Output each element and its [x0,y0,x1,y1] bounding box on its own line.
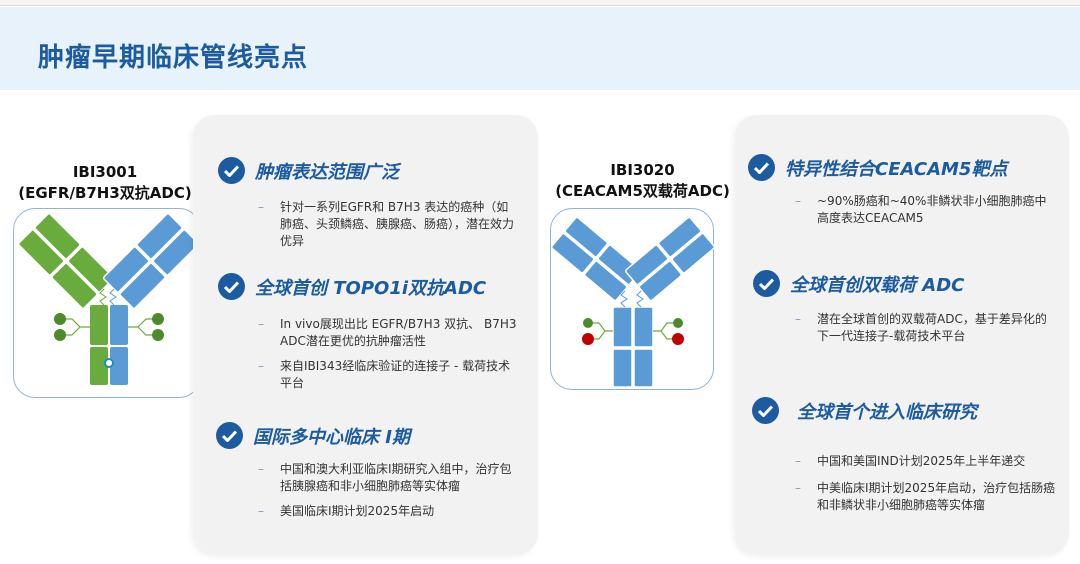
product-desc: (EGFR/B7H3双抗ADC) [18,184,192,202]
bullet-item: –中美临床I期计划2025年启动，治疗包括肠癌和非鳞状非小细胞肺癌等实体瘤 [795,481,1056,512]
section-header: 全球首创双载荷 ADC [753,270,964,297]
bullet-item: –美国临床I期计划2025年启动 [258,504,435,518]
bullet-text: 潜在全球首创的双载荷ADC，基于差异化的下一代连接子-载荷技术平台 [817,312,1047,343]
ibi3001-highlights-card [193,115,538,555]
section-header: 国际多中心临床 I期 [216,422,410,449]
section-title: 全球首创双载荷 ADC [790,274,965,296]
check-circle-icon [216,422,243,449]
page-title: 肿瘤早期临床管线亮点 [38,43,309,73]
bullet-text: 中美临床I期计划2025年启动，治疗包括肠癌和非鳞状非小细胞肺癌等实体瘤 [817,481,1056,512]
bullet-item: –针对一系列EGFR和 B7H3 表达的癌种（如肺癌、头颈鳞癌、胰腺癌、肠癌），… [258,199,520,250]
section-header: 特异性结合CEACAM5靶点 [748,154,1007,181]
product-label-ibi3001: IBI3001 (EGFR/B7H3双抗ADC) [10,162,200,204]
bullet-text: 美国临床I期计划2025年启动 [280,504,435,518]
section-header: 全球首创 TOPO1i双抗ADC [218,273,486,300]
check-circle-icon [752,397,779,424]
section-title: 全球首创 TOPO1i双抗ADC [255,277,487,299]
section-title: 国际多中心临床 I期 [253,426,410,448]
bullet-text: 中国和美国IND计划2025年上半年递交 [817,454,1026,468]
section-title: 特异性结合CEACAM5靶点 [785,158,1008,180]
bullet-text: 来自IBI343经临床验证的连接子 - 载荷技术平台 [280,359,511,390]
dual-payload-antibody-icon [551,216,715,388]
bullet-item: –~90%肠癌和~40%非鳞状非小细胞肺癌中高度表达CEACAM5 [795,193,1057,227]
check-circle-icon [748,154,775,181]
section-header: 肿瘤表达范围广泛 [218,157,399,184]
section-title: 肿瘤表达范围广泛 [255,161,399,183]
product-code: IBI3001 [72,163,138,181]
check-circle-icon [218,157,245,184]
product-label-ibi3020: IBI3020 (CEACAM5双载荷ADC) [545,160,740,202]
bullet-item: –In vivo展现出比 EGFR/B7H3 双抗、 B7H3 ADC潜在更优的… [258,316,520,350]
bullet-item: –中国和美国IND计划2025年上半年递交 [795,454,1026,468]
bullet-text: 中国和澳大利亚临床I期研究入组中，治疗包括胰腺癌和非小细胞肺癌等实体瘤 [280,462,512,493]
product-code: IBI3020 [610,161,675,179]
ibi3020-highlights-card [735,115,1069,555]
antibody-diagram-ibi3020 [550,208,715,390]
bullet-item: –来自IBI343经临床验证的连接子 - 载荷技术平台 [258,358,520,392]
top-divider [0,0,1080,6]
bullet-text: ~90%肠癌和~40%非鳞状非小细胞肺癌中高度表达CEACAM5 [817,194,1047,225]
section-header: 全球首个进入临床研究 [752,397,977,424]
header-band: 肿瘤早期临床管线亮点 [0,7,1080,90]
section-title: 全球首个进入临床研究 [797,401,977,423]
check-circle-icon [753,270,780,297]
check-circle-icon [218,273,245,300]
product-desc: (CEACAM5双载荷ADC) [555,182,730,200]
bullet-item: –中国和澳大利亚临床I期研究入组中，治疗包括胰腺癌和非小细胞肺癌等实体瘤 [258,461,520,495]
bullet-text: In vivo展现出比 EGFR/B7H3 双抗、 B7H3 ADC潜在更优的抗… [280,317,517,348]
bullet-item: –潜在全球首创的双载荷ADC，基于差异化的下一代连接子-载荷技术平台 [795,311,1057,345]
antibody-diagram-ibi3001 [13,208,201,398]
bispecific-antibody-icon [17,212,200,385]
bullet-text: 针对一系列EGFR和 B7H3 表达的癌种（如肺癌、头颈鳞癌、胰腺癌、肠癌），潜… [280,200,515,248]
